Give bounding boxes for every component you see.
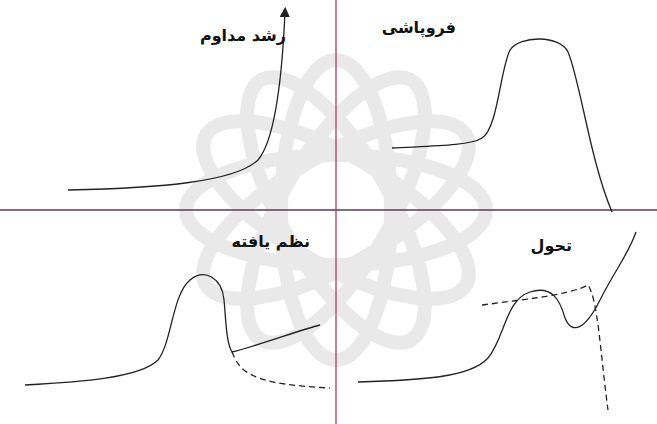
transformation-curve — [358, 232, 636, 382]
order-curve — [25, 275, 320, 385]
growth-curve — [68, 12, 285, 190]
quadrant-label: تحول — [531, 236, 572, 255]
transformation-dashed — [482, 285, 608, 410]
horizontal-axis — [0, 209, 657, 210]
quadrant-label: رشد مداوم — [200, 26, 286, 45]
quadrant-label: فروپاشی — [382, 18, 456, 37]
collapse-curve — [392, 39, 612, 212]
quadrant-label: نظم یافته — [232, 232, 310, 251]
order-dashed — [232, 352, 330, 388]
vertical-axis — [335, 0, 336, 424]
